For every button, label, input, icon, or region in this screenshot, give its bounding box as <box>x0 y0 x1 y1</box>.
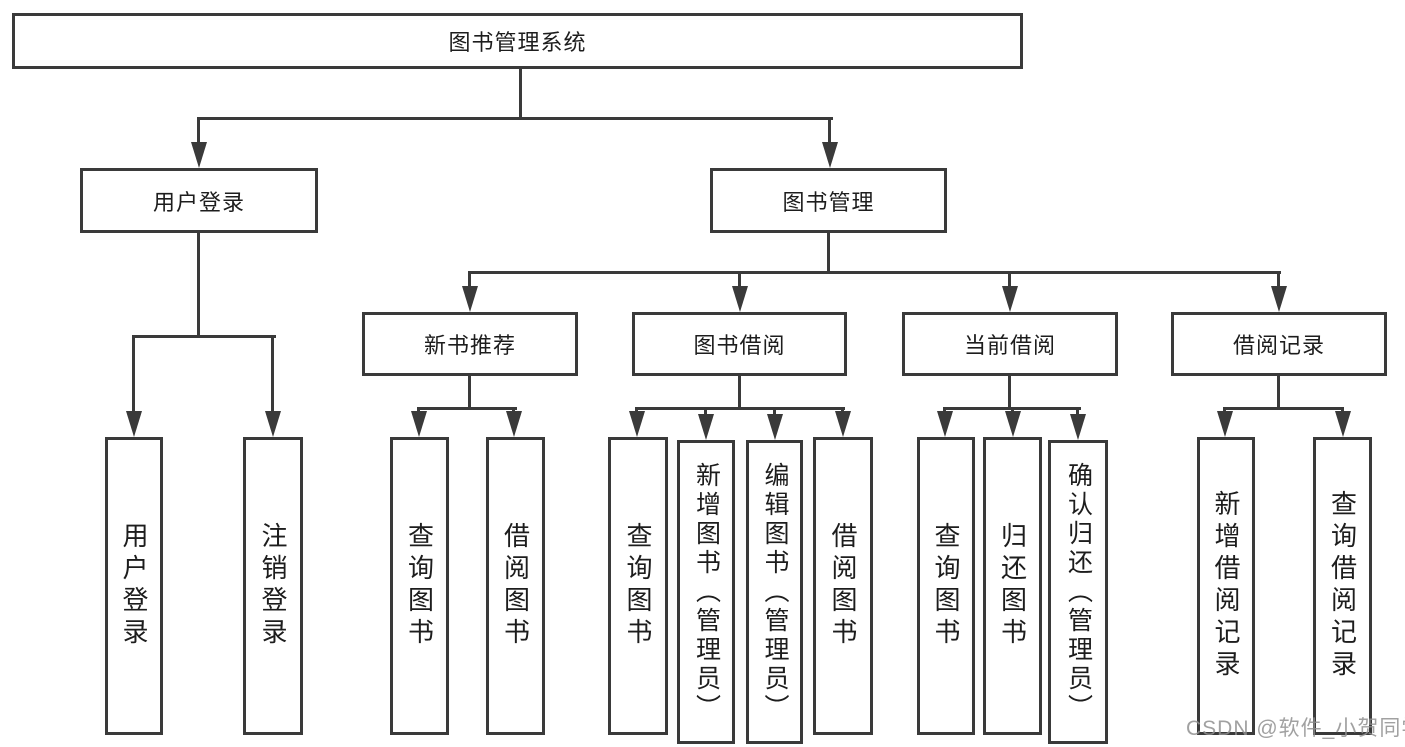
leaf-add-book-admin-label: 新增图书（管理员） <box>692 461 721 723</box>
connector-segment <box>132 335 135 415</box>
leaf-confirm-return-admin-label: 确认归还（管理员） <box>1064 461 1093 723</box>
leaf-add-book-admin: 新增图书（管理员） <box>677 440 735 744</box>
leaf-query-borrow-record-label: 查询借阅记录 <box>1327 490 1358 682</box>
leaf-return-books: 归还图书 <box>983 437 1042 735</box>
arrow-head-icon <box>265 411 281 437</box>
leaf-logout-label: 注销登录 <box>258 522 288 650</box>
connector-segment <box>1277 376 1280 407</box>
leaf-query-books-recommend-label: 查询图书 <box>404 522 435 650</box>
connector-segment <box>468 271 1281 274</box>
leaf-query-borrow-record: 查询借阅记录 <box>1313 437 1372 735</box>
arrow-head-icon <box>506 411 522 437</box>
connector-segment <box>468 376 471 407</box>
leaf-edit-book-admin-label: 编辑图书（管理员） <box>761 461 789 723</box>
node-book-management: 图书管理 <box>710 168 947 233</box>
node-book-borrowing-label: 图书借阅 <box>693 333 786 358</box>
connector-segment <box>197 117 200 145</box>
node-new-book-recommendation: 新书推荐 <box>362 312 578 376</box>
leaf-user-login-label: 用户登录 <box>119 522 149 650</box>
connector-segment <box>827 233 830 271</box>
node-current-borrowing-label: 当前借阅 <box>963 333 1056 358</box>
node-user-login: 用户登录 <box>80 168 318 233</box>
leaf-borrow-books-borrowing: 借阅图书 <box>813 437 873 735</box>
leaf-query-books-current-label: 查询图书 <box>931 522 961 650</box>
arrow-head-icon <box>732 286 748 312</box>
arrow-head-icon <box>835 411 851 437</box>
leaf-query-books-borrowing: 查询图书 <box>608 437 668 735</box>
arrow-head-icon <box>1217 411 1233 437</box>
leaf-query-books-current: 查询图书 <box>917 437 975 735</box>
leaf-add-borrow-record: 新增借阅记录 <box>1197 437 1255 735</box>
arrow-head-icon <box>937 411 953 437</box>
connector-segment <box>635 407 845 410</box>
node-user-login-label: 用户登录 <box>152 189 245 215</box>
node-new-book-recommendation-label: 新书推荐 <box>423 333 516 358</box>
connector-segment <box>828 117 831 145</box>
node-root: 图书管理系统 <box>12 13 1023 69</box>
connector-segment <box>468 271 471 289</box>
arrow-head-icon <box>1005 411 1021 437</box>
arrow-head-icon <box>698 414 714 440</box>
leaf-borrow-books-recommend-label: 借阅图书 <box>500 522 531 650</box>
leaf-user-login: 用户登录 <box>105 437 163 735</box>
arrow-head-icon <box>629 411 645 437</box>
connector-segment <box>1277 271 1280 289</box>
arrow-head-icon <box>462 286 478 312</box>
connector-segment <box>519 69 522 117</box>
connector-segment <box>1076 407 1079 417</box>
leaf-return-books-label: 归还图书 <box>997 522 1028 650</box>
connector-segment <box>1008 271 1011 289</box>
connector-segment <box>417 407 517 410</box>
arrow-head-icon <box>1335 411 1351 437</box>
connector-segment <box>1223 407 1344 410</box>
connector-segment <box>738 271 741 289</box>
arrow-head-icon <box>767 414 783 440</box>
node-book-borrowing: 图书借阅 <box>632 312 847 376</box>
leaf-query-books-borrowing-label: 查询图书 <box>623 522 653 650</box>
arrow-head-icon <box>1002 286 1018 312</box>
connector-segment <box>738 376 741 407</box>
connector-segment <box>773 407 776 417</box>
connector-segment <box>132 335 276 338</box>
node-root-label: 图书管理系统 <box>448 30 587 55</box>
leaf-borrow-books-borrowing-label: 借阅图书 <box>828 522 858 650</box>
arrow-head-icon <box>822 142 838 168</box>
connector-segment <box>197 117 833 120</box>
connector-segment <box>271 335 274 415</box>
node-borrowing-records-label: 借阅记录 <box>1232 333 1325 358</box>
leaf-logout: 注销登录 <box>243 437 303 735</box>
connector-segment <box>704 407 707 417</box>
node-current-borrowing: 当前借阅 <box>902 312 1118 376</box>
leaf-edit-book-admin: 编辑图书（管理员） <box>746 440 803 744</box>
node-book-management-label: 图书管理 <box>782 189 875 215</box>
arrow-head-icon <box>411 411 427 437</box>
leaf-confirm-return-admin: 确认归还（管理员） <box>1048 440 1108 744</box>
arrow-head-icon <box>1070 414 1086 440</box>
connector-segment <box>197 233 200 335</box>
leaf-query-books-recommend: 查询图书 <box>390 437 449 735</box>
arrow-head-icon <box>191 142 207 168</box>
connector-segment <box>1008 376 1011 407</box>
leaf-borrow-books-recommend: 借阅图书 <box>486 437 545 735</box>
arrow-head-icon <box>1271 286 1287 312</box>
arrow-head-icon <box>126 411 142 437</box>
watermark: CSDN @软件_小贺同学 <box>1186 717 1405 740</box>
leaf-add-borrow-record-label: 新增借阅记录 <box>1211 490 1241 682</box>
node-borrowing-records: 借阅记录 <box>1171 312 1387 376</box>
